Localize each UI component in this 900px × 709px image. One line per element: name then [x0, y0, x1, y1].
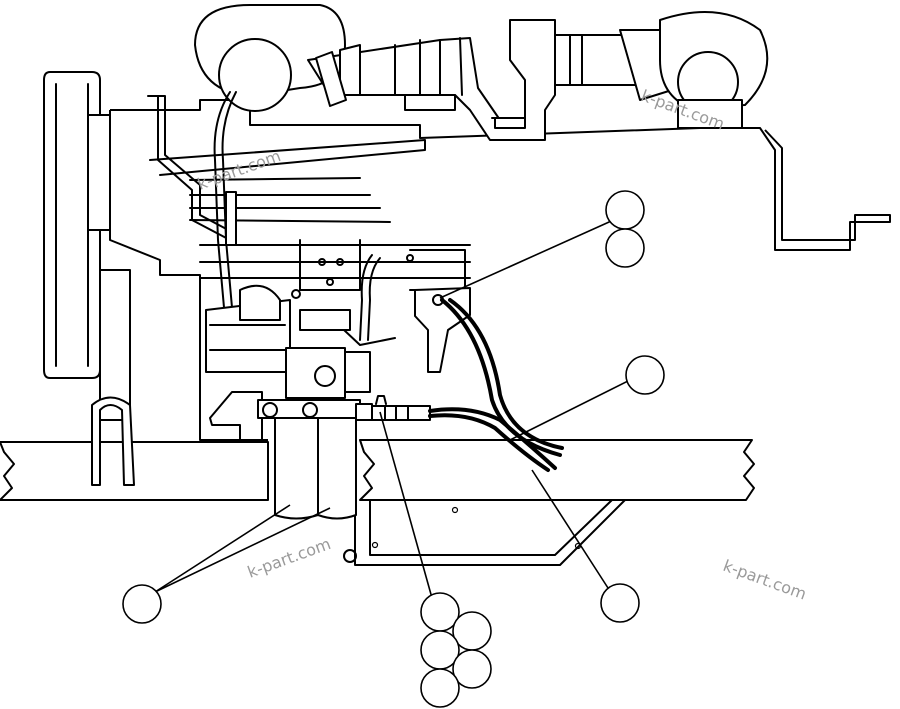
left-piping: [147, 91, 237, 331]
callout-balloon-1: [605, 190, 645, 230]
frame-crossmember: [343, 499, 626, 566]
fan-pulley: [43, 71, 131, 421]
callout-balloon-9: [452, 649, 492, 689]
fuel-filters: [257, 399, 361, 520]
turbocharger-left: [194, 4, 441, 112]
callout-balloon-10: [420, 668, 460, 708]
lower-bracket: [91, 391, 263, 486]
fuel-pump-assembly: [205, 254, 396, 399]
center-intake-piping: [404, 19, 556, 141]
callout-balloon-3: [625, 355, 665, 395]
leader-lines: [154, 217, 641, 599]
mounting-bracket: [414, 287, 471, 373]
callout-balloon-2: [605, 228, 645, 268]
callout-balloon-4: [122, 584, 162, 624]
fuel-line-fitting: [355, 395, 431, 421]
fuel-hoses: [428, 298, 564, 472]
watermark: k-part.com: [721, 556, 809, 604]
watermark: k-part.com: [245, 534, 333, 582]
turbocharger-right: [554, 11, 769, 129]
frame-rail-right: [359, 439, 755, 501]
callout-balloon-5: [600, 583, 640, 623]
